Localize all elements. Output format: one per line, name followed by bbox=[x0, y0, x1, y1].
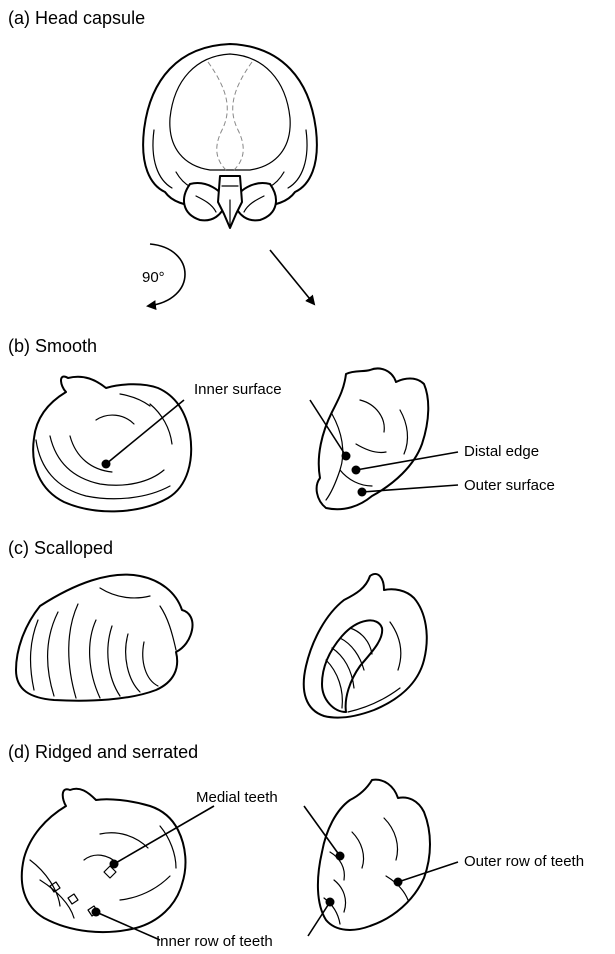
rotation-label: 90° bbox=[142, 269, 165, 286]
distal-edge-label: Distal edge bbox=[464, 443, 539, 460]
panel-a-title: (a) Head capsule bbox=[8, 8, 145, 28]
serrated-mandible-inner-view bbox=[22, 789, 186, 932]
scalloped-mandible-side-view bbox=[304, 574, 427, 718]
head-capsule-drawing bbox=[143, 44, 317, 228]
smooth-mandible-inner-view bbox=[33, 377, 191, 512]
view-arrow bbox=[270, 250, 314, 304]
medial-teeth-label: Medial teeth bbox=[196, 789, 278, 806]
rotation-arrow: 90° bbox=[142, 244, 185, 306]
outer-surface-label: Outer surface bbox=[464, 477, 555, 494]
outer-row-teeth-label: Outer row of teeth bbox=[464, 853, 584, 870]
panel-b-title: (b) Smooth bbox=[8, 336, 97, 356]
inner-surface-label: Inner surface bbox=[194, 381, 282, 398]
inner-row-teeth-label: Inner row of teeth bbox=[156, 933, 273, 950]
panel-d-title: (d) Ridged and serrated bbox=[8, 742, 198, 762]
serrated-mandible-side-view bbox=[318, 780, 430, 930]
panel-c-title: (c) Scalloped bbox=[8, 538, 113, 558]
scalloped-mandible-inner-view bbox=[16, 575, 193, 701]
